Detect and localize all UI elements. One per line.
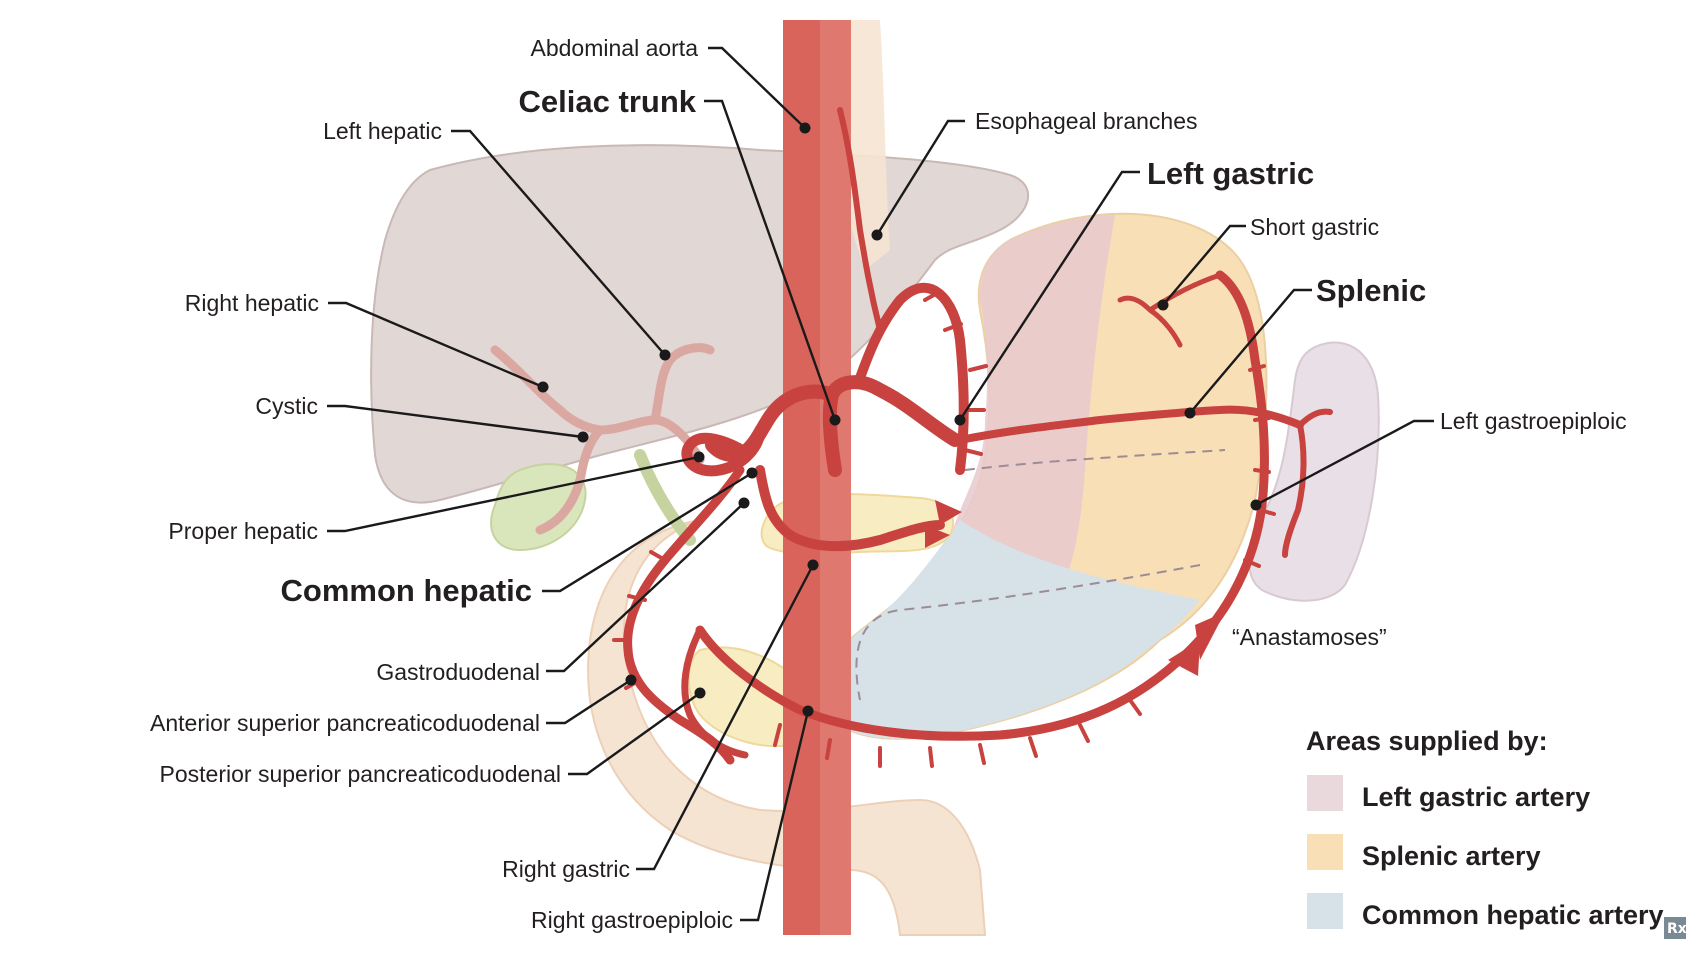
short-gastric-artery	[1117, 272, 1223, 348]
leader-gastroduodenal	[546, 502, 745, 673]
leader-proper-hepatic	[327, 455, 700, 533]
dot-common-hepatic	[746, 467, 758, 479]
anastomosis-arrow-3	[1195, 612, 1225, 660]
leader-common-hepatic	[542, 471, 753, 593]
legend: Areas supplied by: Left gastric artery S…	[1306, 726, 1664, 930]
label-short-gastric: Short gastric	[1250, 214, 1379, 240]
dot-right-gastroepiploic	[802, 705, 814, 717]
anastomosis-arrow-4	[1168, 640, 1200, 676]
legend-label-left-gastric: Left gastric artery	[1362, 782, 1590, 812]
anastomosis-arrow-1	[935, 500, 962, 525]
label-common-hepatic: Common hepatic	[281, 573, 532, 608]
leader-abdominal-aorta	[708, 46, 806, 129]
leader-left-gastric	[958, 170, 1140, 421]
legend-swatch-left-gastric	[1307, 775, 1343, 811]
rx-icon: Rx	[1664, 917, 1687, 939]
leader-right-gastric	[636, 564, 815, 871]
hepatic-vessels	[490, 343, 715, 535]
dot-gastroduodenal	[738, 497, 750, 509]
label-splenic: Splenic	[1316, 273, 1426, 308]
spleen	[1248, 341, 1380, 602]
stomach-left-gastric-area	[950, 215, 1115, 610]
rx-badge-text: Rx	[1667, 921, 1687, 937]
dot-left-hepatic	[659, 349, 671, 361]
dot-cystic	[577, 431, 589, 443]
leader-cystic	[327, 404, 584, 439]
label-right-gastric: Right gastric	[502, 856, 630, 882]
dot-anterior-sup-pd	[625, 674, 637, 686]
stomach-dashed-divider	[855, 449, 1226, 701]
label-celiac-trunk: Celiac trunk	[519, 84, 697, 119]
leader-left-gastroepiploic	[1255, 419, 1434, 507]
pancreaticoduodenal-arcade	[681, 626, 749, 759]
label-abdominal-aorta: Abdominal aorta	[531, 35, 699, 61]
esophageal-branch	[837, 107, 883, 333]
labels: Abdominal aorta Celiac trunk Esophageal …	[150, 35, 1627, 933]
splenic-hilar-branches	[1282, 408, 1333, 558]
label-left-gastroepiploic: Left gastroepiploic	[1440, 408, 1627, 434]
label-esophageal-branches: Esophageal branches	[975, 108, 1198, 134]
leader-lines	[327, 46, 1434, 922]
leader-esophageal	[875, 119, 965, 236]
label-right-hepatic: Right hepatic	[185, 290, 319, 316]
dot-right-gastric	[807, 559, 819, 571]
label-right-gastroepiploic: Right gastroepiploic	[531, 907, 733, 933]
bile-duct	[634, 449, 696, 546]
dot-proper-hepatic	[693, 451, 705, 463]
celiac-trunk-artery	[822, 375, 962, 477]
label-left-gastric: Left gastric	[1147, 156, 1314, 191]
dot-posterior-sup-pd	[694, 687, 706, 699]
label-cystic: Cystic	[255, 393, 318, 419]
leader-anterior-sup-pd	[546, 678, 632, 725]
legend-swatch-common-hepatic	[1307, 893, 1343, 929]
label-anterior-superior-pd: Anterior superior pancreaticoduodenal	[150, 710, 540, 736]
right-gastric-artery	[623, 465, 745, 765]
dot-left-gastric	[954, 414, 966, 426]
legend-title: Areas supplied by:	[1306, 726, 1548, 756]
left-gastroepiploic-artery	[1185, 270, 1269, 655]
splenic-artery	[956, 405, 1304, 444]
duodenum	[587, 519, 987, 936]
leader-splenic	[1189, 288, 1312, 414]
label-anastamoses: “Anastamoses”	[1232, 624, 1387, 650]
legend-label-common-hepatic: Common hepatic artery	[1362, 900, 1664, 930]
leader-short-gastric	[1162, 224, 1246, 306]
label-posterior-superior-pd: Posterior superior pancreaticoduodenal	[160, 761, 561, 787]
legend-label-splenic: Splenic artery	[1362, 841, 1541, 871]
legend-swatch-splenic	[1307, 834, 1343, 870]
dot-splenic	[1184, 407, 1196, 419]
leader-right-gastroepiploic	[740, 710, 810, 922]
dot-celiac-trunk	[829, 414, 841, 426]
dot-esophageal	[871, 229, 883, 241]
dot-abdominal-aorta	[799, 122, 811, 134]
stomach-common-hepatic-area	[819, 520, 1200, 739]
label-proper-hepatic: Proper hepatic	[168, 518, 318, 544]
aorta-highlight	[820, 20, 851, 935]
dot-short-gastric	[1157, 299, 1169, 311]
label-left-hepatic: Left hepatic	[323, 118, 442, 144]
dot-right-hepatic	[537, 381, 549, 393]
leader-right-hepatic	[328, 301, 544, 389]
leader-posterior-sup-pd	[568, 692, 701, 776]
liver	[370, 144, 1030, 504]
leader-left-hepatic	[451, 129, 666, 356]
label-gastroduodenal: Gastroduodenal	[376, 659, 540, 685]
gastroduodenal-artery	[755, 465, 945, 552]
proper-hepatic-artery	[681, 424, 766, 477]
curvature-branches	[612, 290, 1276, 768]
dot-left-gastroepiploic	[1250, 499, 1262, 511]
leader-celiac-trunk	[704, 99, 837, 421]
anastomosis-arrow-2	[925, 525, 950, 548]
